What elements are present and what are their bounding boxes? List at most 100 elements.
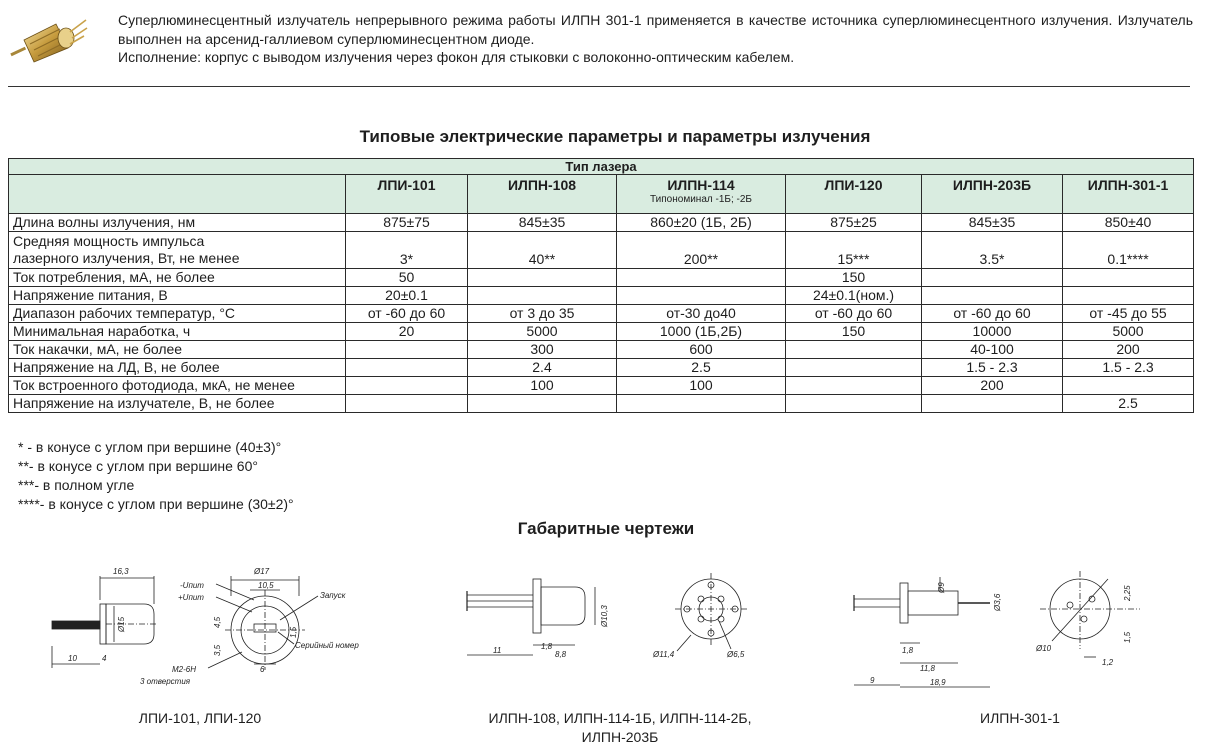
table-row: Напряжение на ЛД, В, не более 2.4 2.5 1.… (8, 358, 1195, 377)
table-cell (785, 358, 922, 377)
table-cell: 5000 (467, 322, 617, 341)
table-cell (785, 394, 922, 413)
column-header: ИЛПН-203Б (921, 174, 1063, 214)
column-name: ИЛПН-203Б (952, 177, 1032, 193)
table-cell (1061, 376, 1195, 395)
table-cell: 875±25 (785, 213, 922, 232)
row-label: Напряжение питания, В (8, 286, 346, 305)
laser-type-header: Тип лазера (7, 158, 1195, 175)
slot (253, 623, 277, 633)
row-label: Диапазон рабочих температур, °С (8, 304, 346, 323)
table-cell: от -60 до 60 (345, 304, 468, 323)
cable (51, 620, 101, 630)
table-cell: 200** (616, 231, 786, 269)
dim-9: 9 (870, 676, 875, 685)
dim-1-5: 1,5 (1123, 631, 1132, 643)
flange (532, 578, 542, 634)
flange (899, 582, 909, 624)
table-cell: 20±0.1 (345, 286, 468, 305)
table-cell: от -45 до 55 (1061, 304, 1195, 323)
row-label: Напряжение на ЛД, В, не более (8, 358, 346, 377)
table-cell: 1.5 - 2.3 (1061, 358, 1195, 377)
dim-2-25: 2,25 (1123, 585, 1132, 602)
table-cell (345, 358, 468, 377)
table-group-header-row: Тип лазера (7, 158, 1195, 175)
table-cell: 24±0.1(ном.) (785, 286, 922, 305)
dim-dia3-6: Ø3,6 (993, 593, 1002, 612)
table-cell: 10000 (921, 322, 1063, 341)
drawing-ilpn-108: Ø10,3 11 1,8 8,8 Ø11,4 Ø6,5 (466, 573, 747, 659)
product-photo (10, 14, 88, 66)
dim-dia11-4: Ø11,4 (652, 650, 675, 659)
table-cell: 850±40 (1061, 213, 1195, 232)
table-cell: от-30 до40 (616, 304, 786, 323)
table-cell (785, 376, 922, 395)
table-cell: от 3 до 35 (467, 304, 617, 323)
body (907, 590, 959, 616)
table-cell (921, 286, 1063, 305)
dim-dia6-5: Ø6,5 (726, 650, 745, 659)
dim-4: 4 (102, 654, 107, 663)
row-label: Минимальная наработка, ч (8, 322, 346, 341)
dim-dia10-3: Ø10,3 (600, 605, 609, 628)
table-cell (467, 394, 617, 413)
table-cell: 200 (1061, 340, 1195, 359)
table-cell: 50 (345, 268, 468, 287)
table-row: Минимальная наработка, ч 20 5000 1000 (1… (8, 322, 1195, 341)
column-note: Типономинал -1Б; -2Б (650, 194, 752, 205)
table-cell: 200 (921, 376, 1063, 395)
table-cell: 300 (467, 340, 617, 359)
intro-text: Суперлюминесцентный излучатель непрерывн… (118, 11, 1193, 67)
caption-drawing-1: ЛПИ-101, ЛПИ-120 (138, 710, 262, 726)
label-plus: +Uпит (178, 593, 204, 602)
table-cell (785, 340, 922, 359)
drawings-title: Габаритные чертежи (517, 519, 695, 538)
table-cell: 20 (345, 322, 468, 341)
column-header: ЛПИ-101 (345, 174, 468, 214)
row-label: Напряжение на излучателе, В, не более (8, 394, 346, 413)
table-cell: 40** (467, 231, 617, 269)
label-start: Запуск (320, 591, 347, 600)
dim-1-2: 1,2 (1102, 658, 1114, 667)
column-header: ИЛПН-108 (467, 174, 617, 214)
table-title: Типовые электрические параметры и параме… (359, 127, 871, 146)
table-cell: 100 (616, 376, 786, 395)
table-cell (467, 286, 617, 305)
flange (99, 603, 107, 645)
caption-drawing-2-line-2: ИЛПН-203Б (581, 729, 659, 745)
table-cell (616, 394, 786, 413)
table-cell: 875±75 (345, 213, 468, 232)
column-header: ЛПИ-120 (785, 174, 922, 214)
label-holes: 3 отверстия (140, 677, 191, 686)
table-cell: 3* (345, 231, 468, 269)
footnote: **- в конусе с углом при вершине 60° (18, 458, 258, 474)
table-cell: от -60 до 60 (921, 304, 1063, 323)
drawing-lpi-101: 16,3 10 4 Ø15 Ø17 10,5 -Uпит +Uпит Запус… (51, 567, 359, 686)
label-minus: -Uпит (180, 581, 204, 590)
column-name: ИЛПН-301-1 (1087, 177, 1169, 193)
table-cell (921, 268, 1063, 287)
table-row: Ток потребления, мА, не более 50 150 (8, 268, 1195, 287)
dim-11-8: 11,8 (920, 664, 936, 673)
table-cell: 150 (785, 268, 922, 287)
row-label-line-1: Средняя мощность импульса (13, 233, 205, 249)
dim-4-5: 4,5 (213, 616, 222, 628)
table-cell (345, 394, 468, 413)
footnote: * - в конусе с углом при вершине (40±3)° (18, 439, 282, 455)
label-serial: Серийный номер (295, 641, 359, 650)
table-cell: 2.4 (467, 358, 617, 377)
dim-dia9: Ø9 (937, 582, 946, 594)
table-cell (467, 268, 617, 287)
table-cell: 15*** (785, 231, 922, 269)
intro-line-1: Суперлюминесцентный излучатель непрерывн… (118, 12, 1193, 47)
dim-6: 6 (260, 665, 265, 674)
table-cell (345, 340, 468, 359)
table-cell: 3.5* (921, 231, 1063, 269)
table-cell: от -60 до 60 (785, 304, 922, 323)
table-cell: 2.5 (616, 358, 786, 377)
table-cell: 40-100 (921, 340, 1063, 359)
dim-dia15: Ø15 (117, 616, 126, 633)
